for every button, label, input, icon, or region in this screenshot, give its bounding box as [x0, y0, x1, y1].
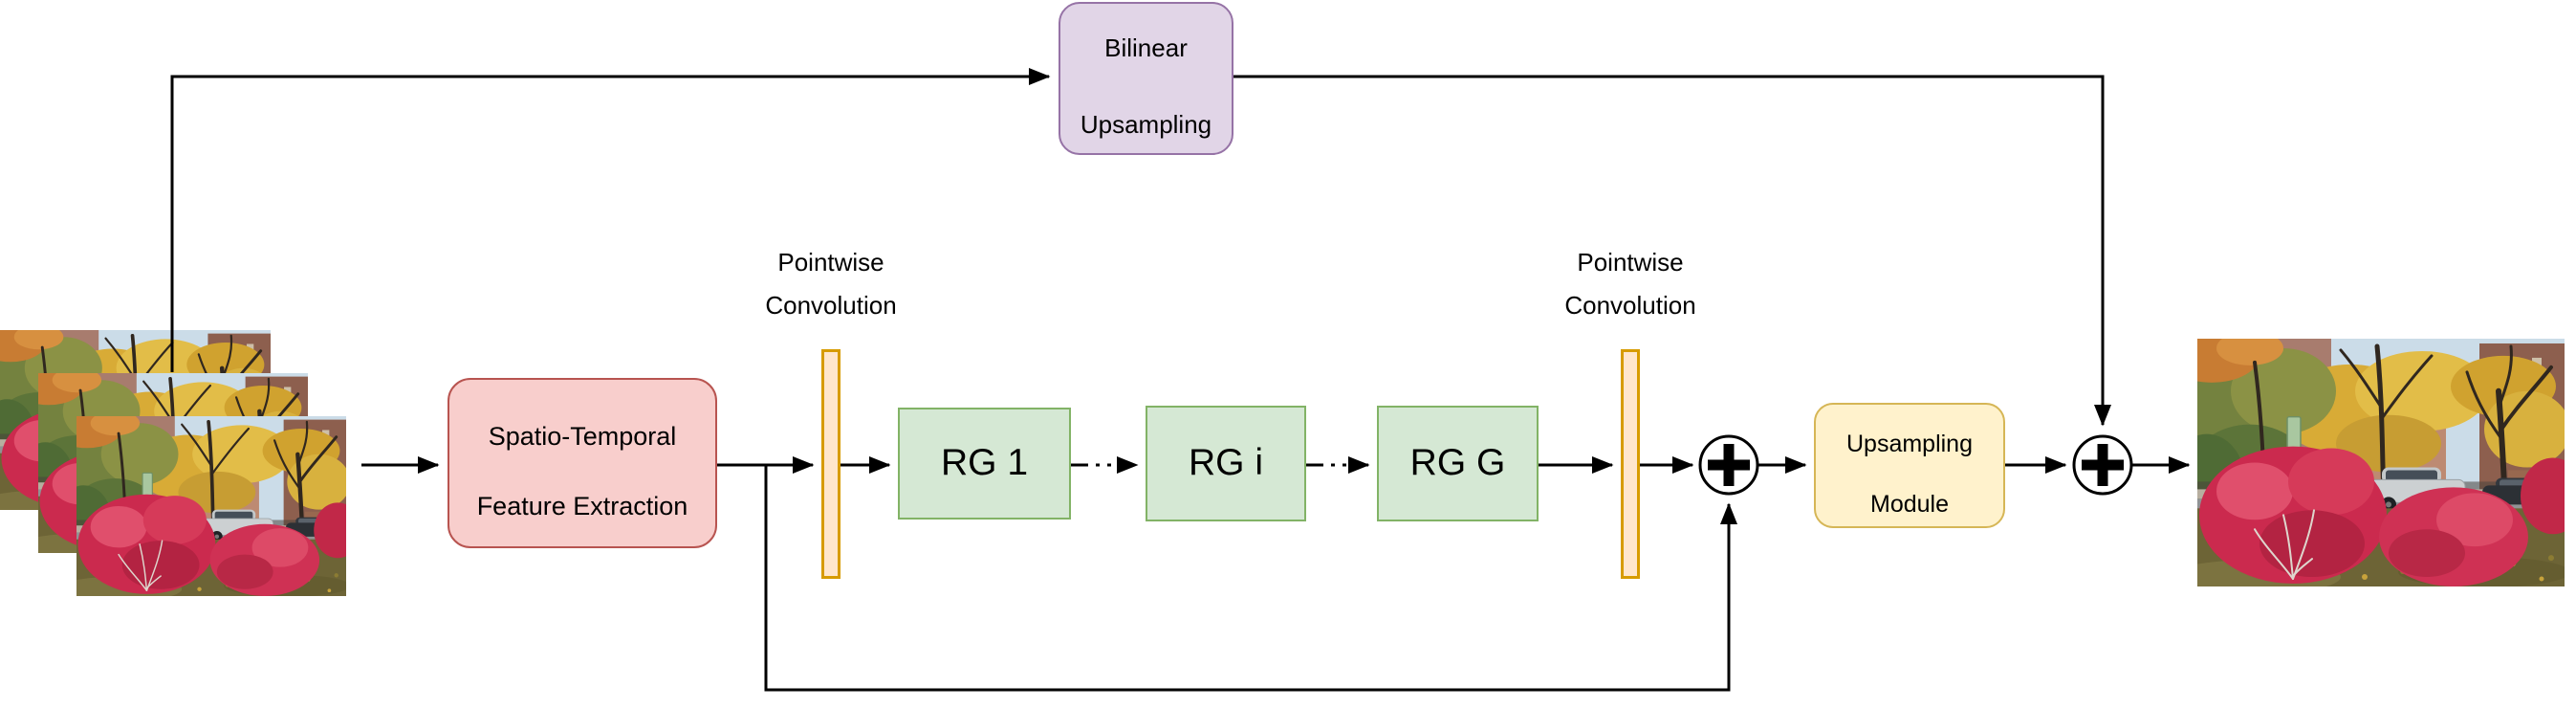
label-line: Convolution: [765, 291, 897, 320]
label-line: Convolution: [1564, 291, 1696, 320]
node-spatio-temporal-feature-extraction: Spatio-Temporal Feature Extraction: [448, 378, 717, 548]
node-pointwise-convolution-2: [1621, 349, 1640, 579]
node-label: Feature Extraction: [476, 492, 688, 520]
input-frame-3: [76, 416, 346, 596]
node-upsampling-module: Upsampling Module: [1814, 403, 2005, 528]
node-rg-i: RG i: [1146, 406, 1306, 521]
label-line: Pointwise: [1577, 248, 1684, 277]
label-pointwise-convolution-2: Pointwise Convolution: [1516, 241, 1745, 327]
add-node-2: [2072, 434, 2133, 496]
label-pointwise-convolution-1: Pointwise Convolution: [716, 241, 946, 327]
label-line: Pointwise: [777, 248, 884, 277]
node-rg-1: RG 1: [898, 408, 1071, 520]
skip-input-to-bilinear-line: [170, 68, 1051, 372]
node-label: Module: [1870, 490, 1949, 518]
node-label: RG G: [1409, 442, 1506, 484]
node-bilinear-upsampling: Bilinear Upsampling: [1059, 2, 1233, 155]
skip-bilinear-to-add-line: [1233, 75, 2111, 427]
node-label: Upsampling: [1845, 430, 1973, 457]
add-node-1: [1698, 434, 1759, 496]
node-label: Bilinear: [1104, 33, 1188, 63]
node-label: RG 1: [940, 442, 1029, 484]
node-rg-g: RG G: [1377, 406, 1539, 521]
autumn-street-scene: [76, 416, 346, 596]
skip-feature-to-add-line: [764, 465, 1737, 692]
node-pointwise-convolution-1: [821, 349, 840, 579]
node-label: Spatio-Temporal: [488, 421, 677, 451]
node-label: RG i: [1189, 442, 1263, 484]
node-label: Upsampling: [1080, 110, 1212, 139]
